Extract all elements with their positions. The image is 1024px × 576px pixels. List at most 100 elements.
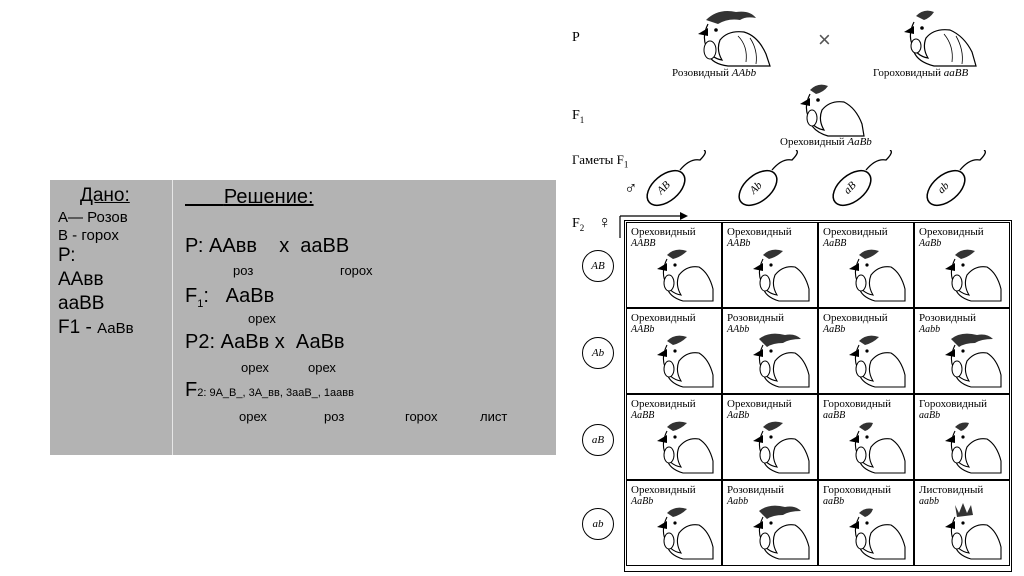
rooster-icon [657,249,714,302]
cell-phenotype: Ореховидный [727,398,792,410]
solution-f2-F: F [185,379,198,401]
rooster-icon [753,249,810,302]
rooster-icon [849,249,906,302]
solution-f1-F: F [185,285,198,307]
cell-genotype: aaBB [823,410,846,421]
diagram-f2-label: F2 [572,216,584,233]
f1-name: Ореховидный [780,136,845,148]
male-symbol: ♂ [624,178,638,198]
female-gamete-3: aB [582,424,614,456]
cell-genotype: aaBb [823,496,845,507]
solution-f2-sub: 2: 9А_В_, 3А_вв, 3ааВ_, 1аавв [197,387,354,399]
rooster-icon [945,333,1002,388]
cell-phenotype: Гороховидный [823,484,892,496]
solution-f2-pheno-3: горох [405,409,438,424]
cell-genotype: AABB [631,238,656,249]
given-heading: Дано: [80,185,130,206]
female-gamete-2: Ab [582,337,614,369]
cell-genotype: AaBb [727,410,750,421]
solution-f2-line: F2: 9А_В_, 3А_вв, 3ааВ_, 1аавв [185,378,354,402]
rooster-icon [657,421,714,474]
cell-phenotype: Ореховидный [823,312,888,324]
cell-phenotype: Гороховидный [919,398,988,410]
gametes-label-text: Гаметы F [572,152,624,167]
cell-phenotype: Розовидный [727,312,784,324]
cell-genotype: AAbb [727,324,750,335]
rooster-walnut-comb-icon [800,84,865,137]
given-f1-label: F1 - [58,317,98,338]
diagram-f1-F: F [572,108,580,123]
arrows-icon [619,212,688,238]
male-gamete-1 [646,150,706,207]
given-line-p2: ааВВ [58,293,105,314]
f1-label: Ореховидный AaBb [780,136,872,148]
solution-f2-pheno-4: лист [480,409,508,424]
rooster-pea-comb-icon [904,10,977,67]
given-f1-geno: АаВв [97,320,134,337]
diagram-p-label: P [572,30,580,45]
parent2-geno: aaBB [943,67,969,79]
solution-heading-text: Решение: [223,186,314,208]
rooster-icon [753,333,810,388]
parent1-label: Розовидный AAbb [672,67,756,79]
given-line-f1: F1 - АаВв [58,317,134,339]
cell-genotype: Aabb [727,496,749,507]
cell-genotype: aabb [919,496,939,507]
given-line-p1: ААвв [58,269,104,290]
solution-f1-sub: 1 [197,298,204,310]
parent1-geno: AAbb [731,67,757,79]
cell-phenotype: Розовидный [727,484,784,496]
parent2-label: Гороховидный aaBB [873,67,968,79]
cell-phenotype: Ореховидный [631,312,696,324]
rooster-icon [849,508,906,560]
cross-sign: × [818,27,831,52]
rooster-icon [753,421,810,474]
male-gamete-2 [738,150,798,207]
diagram-f1-sub: 1 [579,114,585,125]
solution-f1-pheno: орех [248,311,276,326]
gametes-label: Гаметы F1 [572,152,628,170]
f1-geno: AaBb [847,136,872,148]
given-column: Дано: А— Розов В - горох Р: ААвв ааВВ F1… [50,180,173,455]
solution-p-line: Р: ААвв х ааВВ [185,234,349,258]
solution-p2-pheno-2: орех [308,360,336,375]
cell-genotype: AaBb [823,324,846,335]
cell-phenotype: Ореховидный [631,484,696,496]
rooster-icon [945,422,1002,474]
rooster-icon [849,422,906,474]
cell-phenotype: Ореховидный [631,398,696,410]
cell-phenotype: Ореховидный [919,226,984,238]
solution-heading: Решение: [185,185,314,209]
given-solution-table: Дано: А— Розов В - горох Р: ААвв ааВВ F1… [50,180,556,455]
parent2-name: Гороховидный [873,67,942,79]
solution-p2-line: Р2: АаВв х АаВв [185,331,345,353]
cell-genotype: AABb [727,238,751,249]
solution-p2-pheno-1: орех [241,360,269,375]
male-gamete-3 [832,150,892,207]
cell-phenotype: Ореховидный [727,226,792,238]
cell-genotype: aaBb [919,410,941,421]
cell-genotype: AaBb [631,496,654,507]
given-line-a: А— Розов [58,209,128,226]
cell-phenotype: Гороховидный [823,398,892,410]
gametes-sub: 1 [623,159,629,170]
solution-f2-pheno-2: роз [324,409,345,424]
cell-genotype: AaBB [631,410,655,421]
cell-phenotype: Ореховидный [631,226,696,238]
rooster-icon [945,503,1002,560]
solution-p-pheno-1: роз [233,263,254,278]
rooster-icon [657,335,714,388]
